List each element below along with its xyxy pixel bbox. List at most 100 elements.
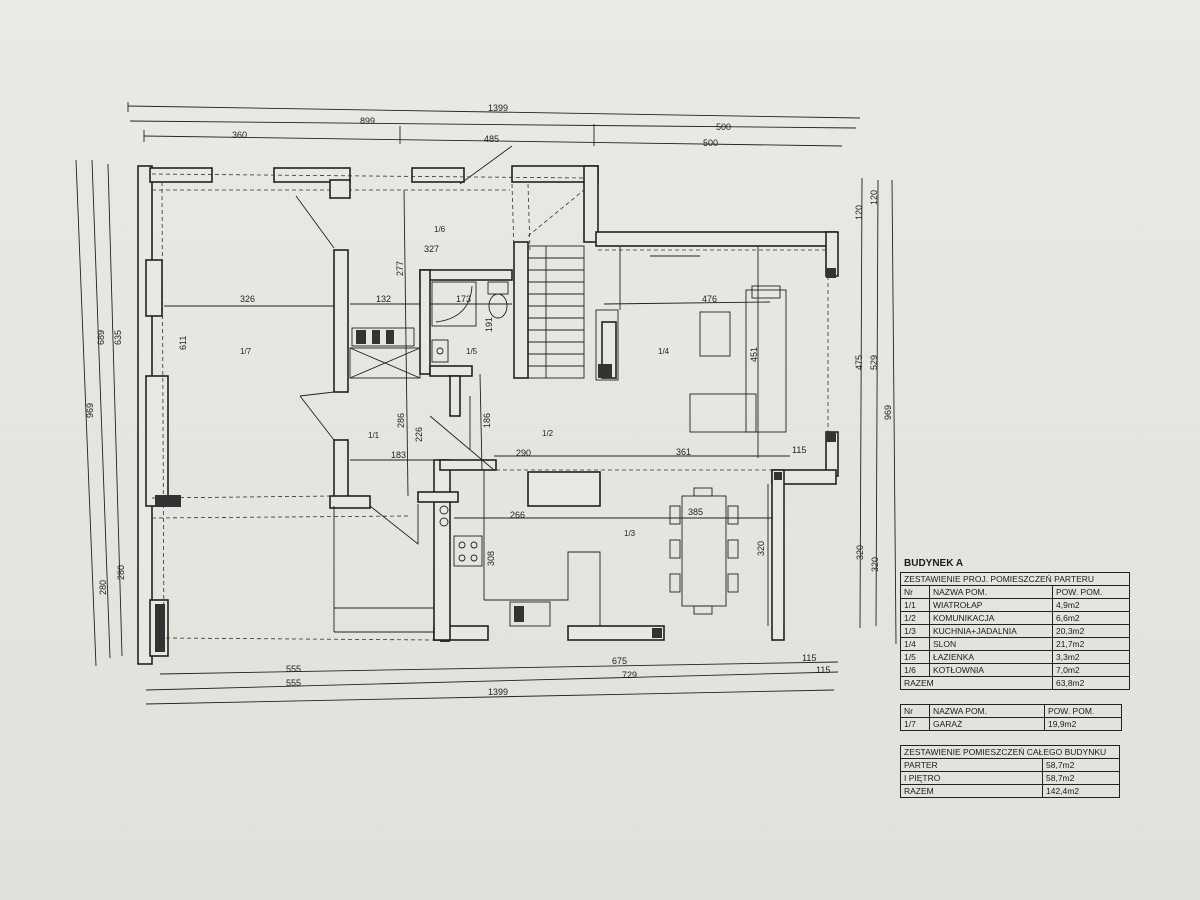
dim-int-266: 266 [510,510,525,520]
dim-top-485: 485 [484,134,499,144]
row-area: 3,3m2 [1052,650,1130,664]
equipment [349,309,619,627]
row-name: KOMUNIKACJA [929,611,1053,625]
row-area: 58,7m2 [1042,758,1120,772]
dim-top-500b: 500 [703,138,718,148]
right-dimensions: 120 120 475 529 969 320 320 [854,177,897,645]
room-schedule: BUDYNEK A ZESTAWIENIE PROJ. POMIESZCZEŃ … [900,558,1130,812]
row-area: 4,9m2 [1052,598,1130,612]
table-row: PARTER 58,7m2 [900,758,1120,772]
table-row: 1/7 GARAŻ 19,9m2 [900,717,1122,731]
row-name: ŁAZIENKA [929,650,1053,664]
dim-right-969: 969 [883,405,893,420]
row-name: WIATROŁAP [929,598,1053,612]
table-row: 1/6 KOTŁOWNIA 7,0m2 [900,663,1130,677]
room-label-1-5: 1/5 [466,347,478,356]
header-name: NAZWA POM. [929,704,1045,718]
dim-int-183: 183 [391,450,406,460]
row-area: 21,7m2 [1052,637,1130,651]
header-area: POW. POM. [1052,585,1130,599]
dim-int-326: 326 [240,294,255,304]
dim-int-286: 286 [396,413,406,428]
building-table-block: ZESTAWIENIE POMIESZCZEŃ CAŁEGO BUDYNKU P… [900,745,1120,798]
row-name: GARAŻ [929,717,1045,731]
row-nr: 1/4 [900,637,930,651]
header-area: POW. POM. [1044,704,1122,718]
total-value: 63,8m2 [1052,676,1130,690]
left-dimensions: 969 689 635 280 280 [75,159,126,667]
dining-table [669,487,739,615]
building-table: ZESTAWIENIE POMIESZCZEŃ CAŁEGO BUDYNKU P… [900,745,1120,798]
dim-top-total: 1399 [488,103,508,113]
dim-int-226: 226 [414,427,424,442]
dim-right-320b: 320 [870,557,880,572]
table-row: RAZEM 142,4m2 [900,784,1120,798]
dim-int-308: 308 [486,551,496,566]
dim-right-475: 475 [854,355,864,370]
dim-int-611: 611 [178,336,188,350]
room-label-1-2: 1/2 [542,429,554,438]
dim-int-290: 290 [516,448,531,458]
table-header-row: Nr NAZWA POM. POW. POM. [900,704,1122,718]
table-header-row: Nr NAZWA POM. POW. POM. [900,585,1130,599]
table-row: 1/1 WIATROŁAP 4,9m2 [900,598,1130,612]
living-furniture [650,255,787,433]
room-label-1-6: 1/6 [434,225,446,234]
ground-table-title: ZESTAWIENIE PROJ. POMIESZCZEŃ PARTERU [900,572,1130,586]
building-table-title: ZESTAWIENIE POMIESZCZEŃ CAŁEGO BUDYNKU [900,745,1120,759]
header-nr: Nr [900,704,930,718]
dim-int-277: 277 [395,261,405,276]
row-nr: 1/5 [900,650,930,664]
dim-right-529: 529 [869,355,879,370]
row-name: KUCHNIA+JADALNIA [929,624,1053,638]
row-nr: 1/6 [900,663,930,677]
garage-table-block: Nr NAZWA POM. POW. POM. 1/7 GARAŻ 19,9m2 [900,704,1122,731]
dim-left-280b: 280 [116,565,126,580]
row-name: PARTER [900,758,1043,772]
interior-walls [329,179,617,641]
dim-int-115: 115 [792,445,806,455]
dim-left-969: 969 [85,403,95,418]
row-area: 142,4m2 [1042,784,1120,798]
dim-int-132: 132 [376,294,391,304]
interior-dimensions: 327 277 326 132 173 191 476 451 611 286 … [178,244,806,566]
top-dimensions: 1399 899 500 360 485 500 [127,102,861,148]
dim-int-320: 320 [756,541,766,556]
table-row: 1/4 SLON 21,7m2 [900,637,1130,651]
dim-left-635: 635 [113,330,123,345]
dim-int-173: 173 [456,294,471,304]
dim-top-500a: 500 [716,122,731,132]
table-total-row: RAZEM 63,8m2 [900,676,1130,690]
row-area: 58,7m2 [1042,771,1120,785]
row-nr: 1/3 [900,624,930,638]
room-label-1-1: 1/1 [368,431,380,440]
bottom-dimensions: 555 675 115 555 729 115 1399 [145,653,839,705]
total-label: RAZEM [900,676,1053,690]
dim-int-476: 476 [702,294,717,304]
row-area: 7,0m2 [1052,663,1130,677]
door-swings [295,145,513,545]
dim-bottom-729: 729 [622,670,637,680]
row-nr: 1/1 [900,598,930,612]
room-label-1-7: 1/7 [240,347,252,356]
building-title: BUDYNEK A [904,558,964,569]
row-name: I PIĘTRO [900,771,1043,785]
row-area: 20,3m2 [1052,624,1130,638]
dim-int-186: 186 [482,413,492,428]
dim-int-327: 327 [424,244,439,254]
dim-bottom-115a: 115 [802,653,816,663]
dim-top-899: 899 [360,116,375,126]
staircase [527,189,585,379]
header-nr: Nr [900,585,930,599]
table-row: 1/5 ŁAZIENKA 3,3m2 [900,650,1130,664]
table-row: 1/3 KUCHNIA+JADALNIA 20,3m2 [900,624,1130,638]
table-row: I PIĘTRO 58,7m2 [900,771,1120,785]
dim-int-191: 191 [484,317,494,332]
table-row: 1/2 KOMUNIKACJA 6,6m2 [900,611,1130,625]
dim-left-689: 689 [96,330,106,345]
row-name: RAZEM [900,784,1043,798]
outer-walls [137,165,839,665]
ground-floor-table: ZESTAWIENIE PROJ. POMIESZCZEŃ PARTERU Nr… [900,572,1130,690]
